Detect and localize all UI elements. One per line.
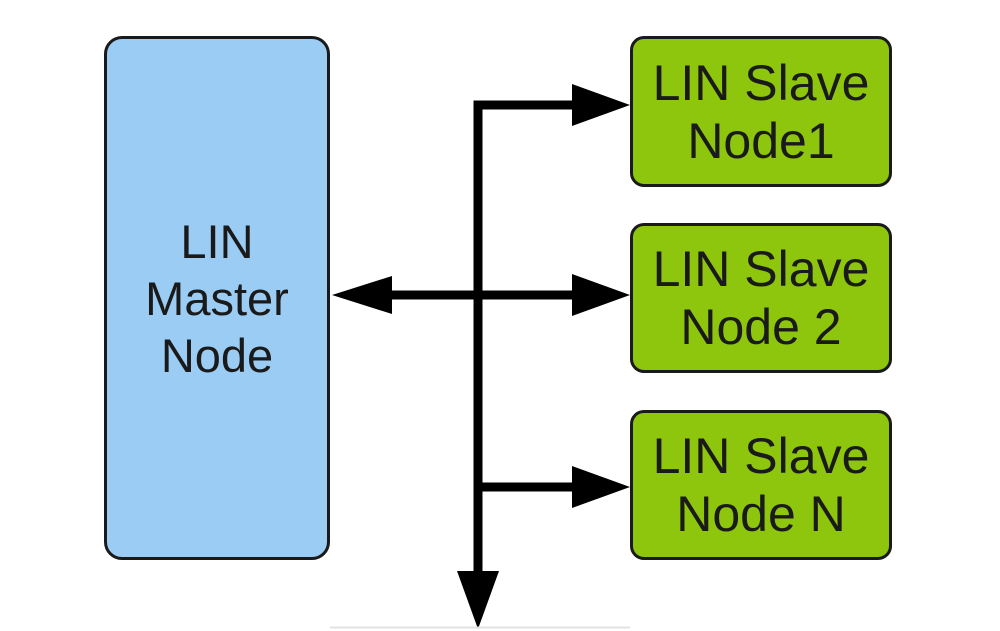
slave3-label-line1: LIN Slave bbox=[652, 428, 870, 484]
lin-slave-nodeN-box: LIN Slave Node N bbox=[630, 410, 892, 560]
slave1-label-line2: Node1 bbox=[687, 112, 835, 169]
lin-bus-line bbox=[473, 100, 575, 575]
lin-slave-node1-box: LIN Slave Node1 bbox=[630, 36, 892, 187]
arrowhead-to-slave3 bbox=[572, 466, 630, 508]
slave2-label-line2: Node 2 bbox=[680, 299, 842, 355]
arrowhead-to-master bbox=[332, 276, 392, 314]
arrowhead-to-slave1 bbox=[572, 84, 630, 126]
master-label-line1: LIN bbox=[180, 214, 254, 268]
lin-slave-node2-box: LIN Slave Node 2 bbox=[630, 223, 892, 373]
arrowhead-bus-down bbox=[457, 571, 499, 629]
arrowhead-to-slave2 bbox=[572, 274, 630, 316]
slave2-label-line1: LIN Slave bbox=[652, 241, 870, 297]
master-label-line3: Node bbox=[160, 328, 274, 382]
lin-master-node-box: LIN Master Node bbox=[104, 36, 330, 560]
slave1-label-line1: LIN Slave bbox=[652, 54, 870, 111]
slave3-label-line2: Node N bbox=[676, 486, 846, 542]
master-label-line2: Master bbox=[145, 271, 289, 325]
